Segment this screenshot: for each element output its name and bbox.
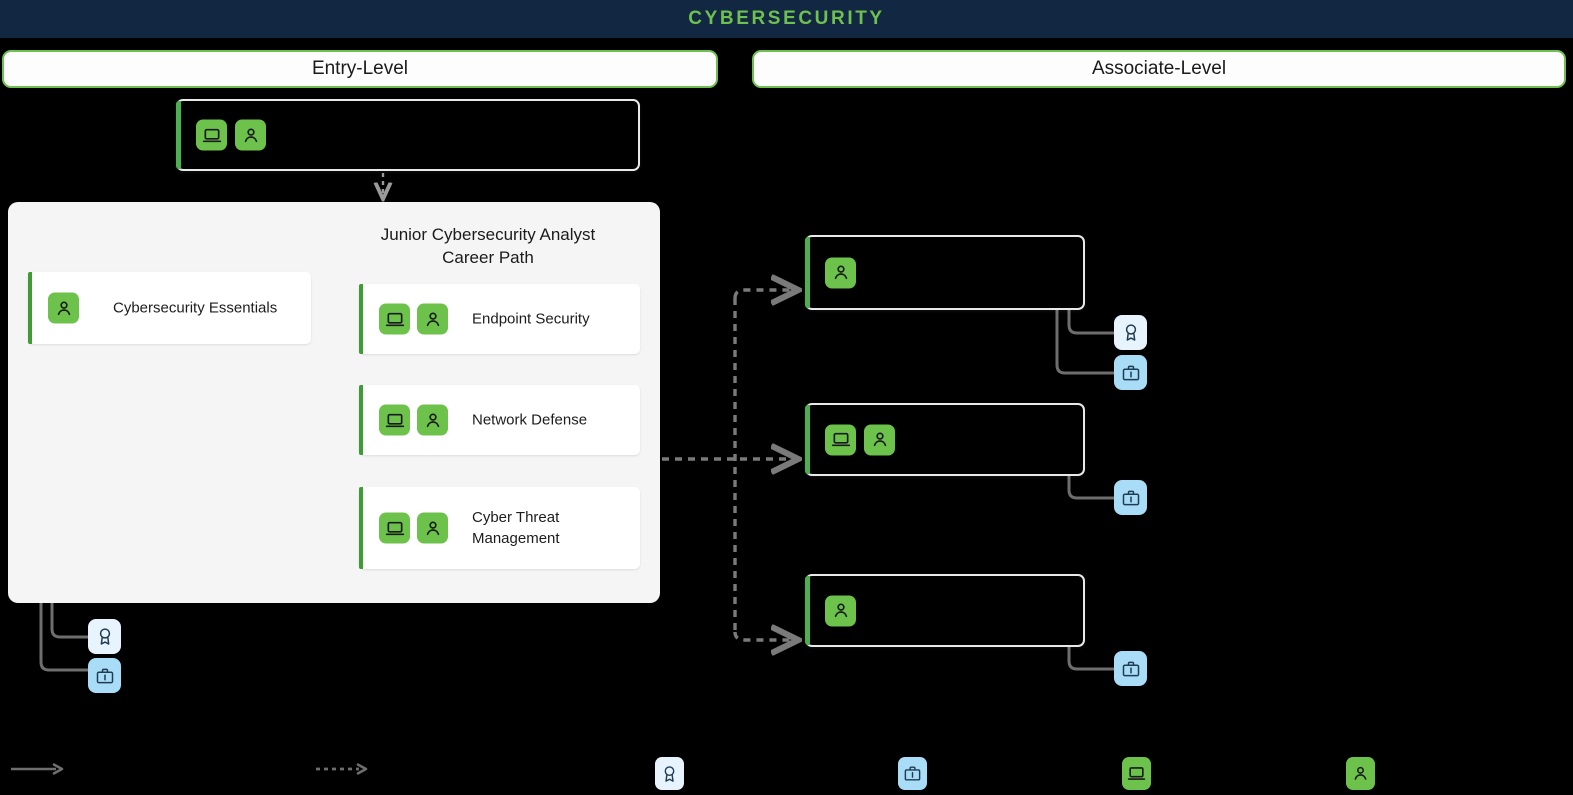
connector-assoc1-to-chips: [1055, 310, 1114, 375]
career-path-title: Junior Cybersecurity Analyst Career Path: [338, 224, 638, 270]
legend-item-solid-arrow: [10, 762, 76, 776]
profile-icon: [235, 119, 266, 151]
career-path-panel: Junior Cybersecurity Analyst Career Path…: [8, 202, 660, 603]
briefcase-icon[interactable]: [88, 658, 121, 693]
career-path-title-line2: Career Path: [442, 247, 534, 267]
card-icon-group: [825, 424, 895, 455]
profile-icon: [825, 595, 856, 626]
dashed-arrow-icon: [316, 763, 368, 775]
card-accent-bar: [359, 487, 363, 569]
card-icon-group: [825, 595, 856, 626]
badge-icon[interactable]: [1114, 315, 1147, 350]
card-accent-bar: [805, 576, 810, 645]
legend-item-job: [898, 757, 937, 790]
profile-icon: [825, 257, 856, 288]
card-accent-bar: [28, 272, 32, 344]
profile-icon: [1346, 757, 1375, 790]
page-title: CYBERSECURITY: [688, 8, 885, 29]
profile-icon: [417, 404, 448, 436]
card-accent-bar: [359, 385, 363, 455]
connector-assoc2-to-chip: [1067, 476, 1114, 500]
legend: [0, 752, 1573, 795]
legend-item-profile: [1346, 757, 1385, 790]
associate-card-1[interactable]: [805, 235, 1085, 310]
entry-level-course-card[interactable]: [176, 99, 640, 171]
laptop-icon: [1122, 757, 1151, 790]
card-icon-group: [379, 303, 448, 335]
legend-item-course: [1122, 757, 1161, 790]
card-accent-bar: [176, 101, 181, 169]
briefcase-icon: [898, 757, 927, 790]
solid-arrow-icon: [11, 763, 64, 775]
profile-icon: [417, 303, 448, 335]
course-label: Cyber Threat Management: [472, 509, 560, 547]
laptop-icon: [379, 404, 410, 436]
career-path-title-line1: Junior Cybersecurity Analyst: [380, 225, 596, 244]
card-accent-bar: [805, 237, 810, 308]
briefcase-icon[interactable]: [1114, 480, 1147, 515]
course-card-cyber-threat-management[interactable]: Cyber Threat Management: [359, 487, 640, 569]
course-label: Network Defense: [472, 411, 588, 429]
briefcase-icon[interactable]: [1114, 355, 1147, 390]
card-icon-group: [379, 512, 448, 544]
card-icon-group: [825, 257, 856, 288]
card-icon-group: [196, 119, 266, 151]
badge-icon[interactable]: [88, 619, 121, 654]
legend-item-dashed-arrow: [315, 762, 381, 776]
level-header-entry[interactable]: Entry-Level: [2, 50, 718, 88]
profile-icon: [864, 424, 895, 455]
connector-panel-to-associate: [662, 290, 795, 640]
laptop-icon: [825, 424, 856, 455]
laptop-icon: [379, 512, 410, 544]
connector-panel-to-chips: [39, 603, 88, 672]
briefcase-icon[interactable]: [1114, 651, 1147, 686]
course-label: Cybersecurity Essentials: [113, 299, 278, 317]
profile-icon: [48, 292, 79, 324]
laptop-icon: [196, 119, 227, 151]
level-header-entry-label: Entry-Level: [311, 58, 409, 79]
card-accent-bar: [805, 405, 810, 474]
course-card-cybersecurity-essentials[interactable]: Cybersecurity Essentials: [28, 272, 311, 344]
card-accent-bar: [359, 284, 363, 354]
associate-card-3[interactable]: [805, 574, 1085, 647]
legend-item-certification: [655, 757, 694, 790]
profile-icon: [417, 512, 448, 544]
level-header-associate[interactable]: Associate-Level: [752, 50, 1566, 88]
badge-icon: [655, 757, 684, 790]
associate-card-2[interactable]: [805, 403, 1085, 476]
card-icon-group: [48, 292, 79, 324]
course-label: Endpoint Security: [472, 310, 590, 328]
card-icon-group: [379, 404, 448, 436]
course-card-network-defense[interactable]: Network Defense: [359, 385, 640, 455]
level-header-associate-label: Associate-Level: [1091, 58, 1227, 79]
course-card-endpoint-security[interactable]: Endpoint Security: [359, 284, 640, 354]
header-banner: CYBERSECURITY: [0, 0, 1573, 38]
connector-assoc3-to-chip: [1067, 647, 1114, 671]
laptop-icon: [379, 303, 410, 335]
